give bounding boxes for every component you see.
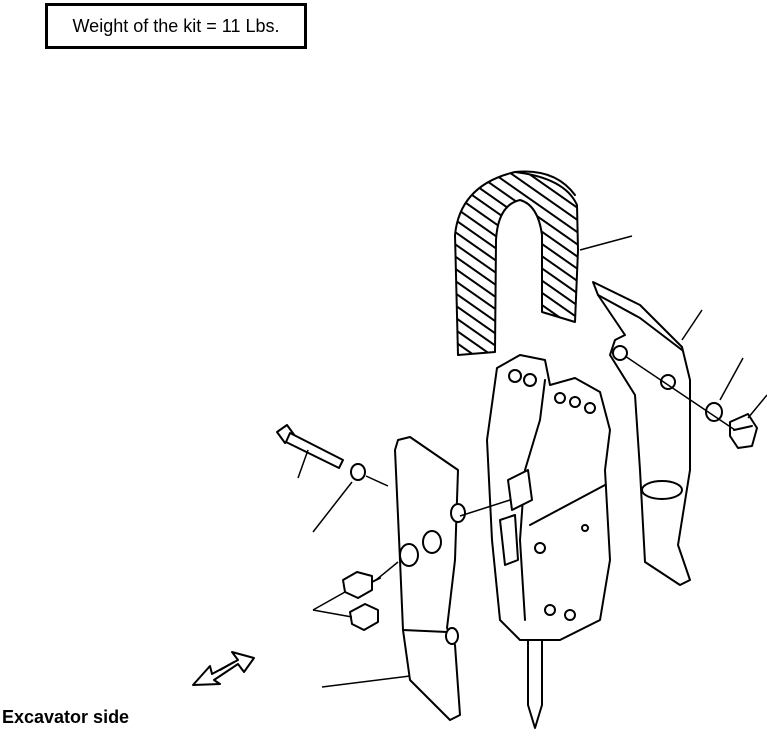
body-bracket — [499, 514, 519, 566]
body-bracket — [507, 469, 533, 511]
assembly-axis — [624, 355, 736, 431]
kit-weight-text: Weight of the kit = 11 Lbs. — [72, 15, 280, 36]
plate-hole-icon — [422, 530, 442, 554]
leader-line-guard — [579, 235, 633, 251]
breaker-body — [486, 354, 611, 641]
nut-left-upper — [342, 571, 381, 599]
leader-line-left-plate — [321, 675, 411, 688]
leader-line-nuts — [312, 609, 353, 618]
leader-line-washer — [719, 357, 744, 401]
assembly-axis — [459, 499, 511, 517]
body-hole-icon — [523, 373, 537, 387]
body-hole-icon — [544, 604, 556, 616]
pin-boss — [445, 627, 459, 645]
washer-right — [705, 402, 723, 422]
body-hole-icon — [581, 524, 589, 532]
hole-icon — [612, 345, 628, 361]
right-side-plate — [592, 281, 691, 586]
leader-line-nuts — [312, 591, 346, 611]
plate-hole-icon — [399, 543, 419, 567]
body-hole-icon — [569, 396, 581, 408]
body-hole-icon — [534, 542, 546, 554]
body-hole-icon — [554, 392, 566, 404]
kit-weight-label: Weight of the kit = 11 Lbs. — [45, 3, 307, 49]
excavator-side-label: Excavator side — [2, 707, 130, 727]
body-hole-icon — [584, 402, 596, 414]
washer-left — [350, 463, 366, 481]
leader-line-bolt — [297, 449, 309, 479]
plate-hole-icon — [450, 503, 466, 523]
body-hole-icon — [508, 369, 522, 383]
u-guard-part — [454, 170, 579, 356]
leader-line-washer-left — [312, 481, 353, 533]
nut-right — [729, 413, 758, 449]
nut-left-lower — [349, 603, 379, 631]
left-side-plate — [394, 436, 466, 721]
direction-arrow-icon — [192, 651, 255, 686]
pin-boss — [641, 480, 683, 500]
leader-line-nut — [747, 394, 767, 419]
hole-icon — [660, 374, 676, 390]
body-hole-icon — [564, 609, 576, 621]
chisel-part — [527, 639, 543, 729]
leader-line-right-plate — [681, 309, 703, 341]
bolt-part — [276, 424, 344, 469]
assembly-axis — [375, 561, 399, 581]
assembly-axis — [365, 475, 389, 487]
